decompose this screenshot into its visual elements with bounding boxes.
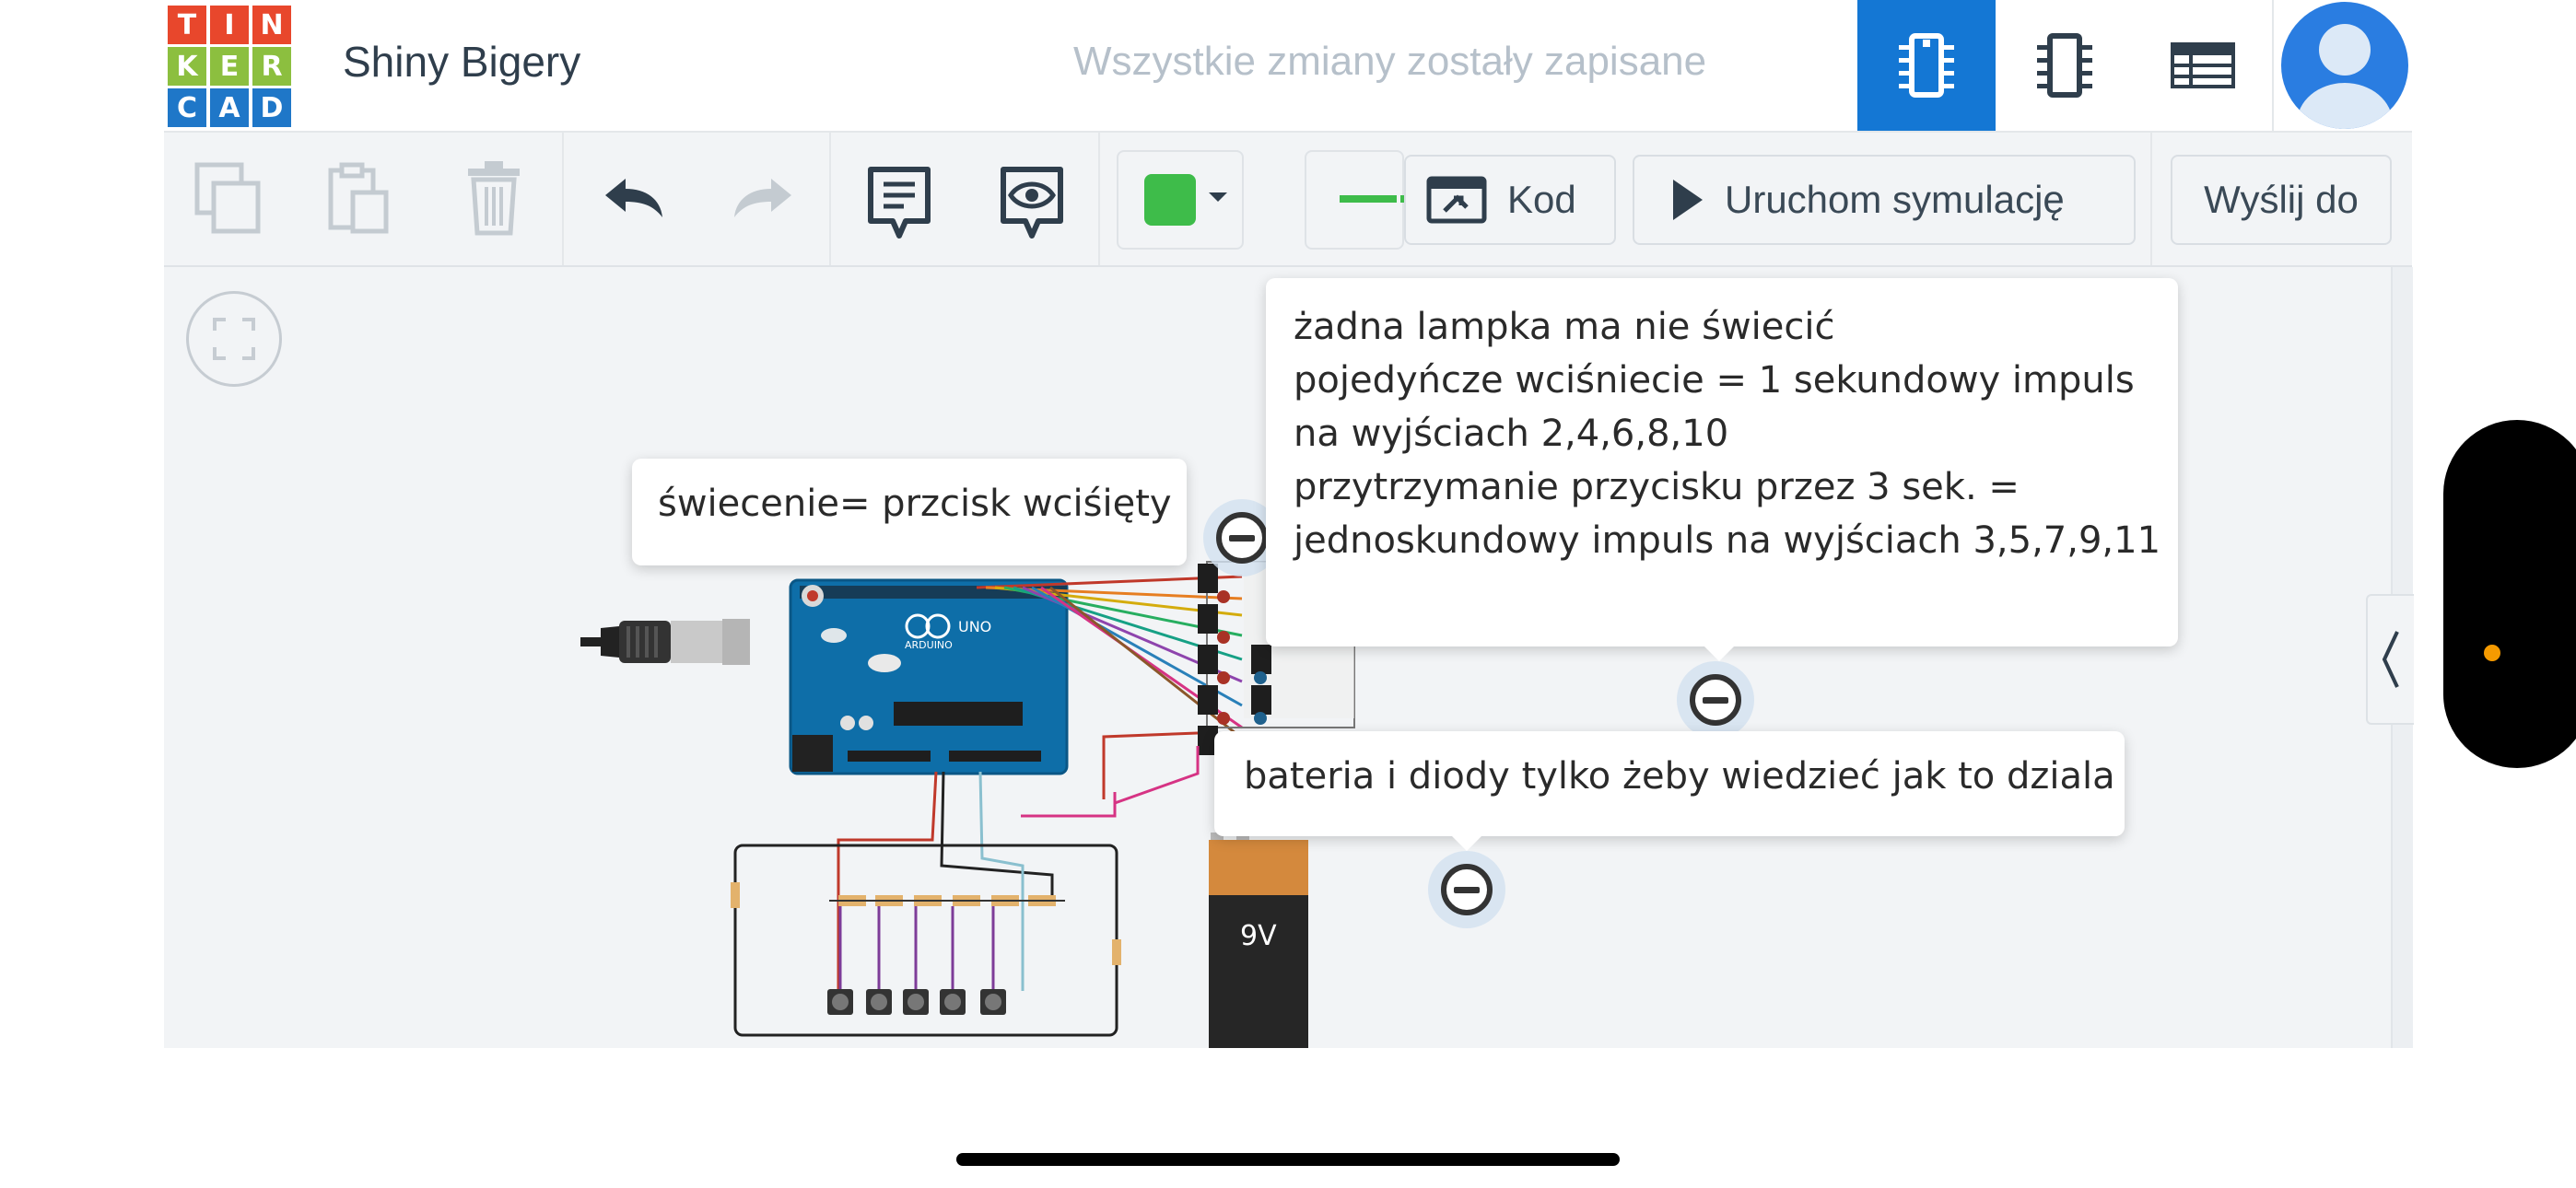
logo-letter: R: [252, 47, 291, 86]
note-button-pressed[interactable]: świecenie= przcisk wciśięty: [632, 459, 1187, 565]
wire-color-swatch: [1144, 174, 1196, 226]
note-2-line: jednoskundowy impuls na wyjściach 3,5,7,…: [1294, 519, 2161, 562]
redo-button[interactable]: [726, 166, 800, 230]
add-note-button[interactable]: [862, 162, 936, 245]
driver-chips[interactable]: [1198, 564, 1271, 755]
wire-type-picker[interactable]: [1305, 150, 1411, 250]
copy-button[interactable]: [192, 157, 265, 239]
logo-letter: C: [168, 88, 206, 127]
start-simulation-label: Uruchom symulację: [1725, 178, 2065, 221]
play-icon: [1673, 180, 1703, 220]
component-list-button[interactable]: [2134, 0, 2272, 131]
copy-icon: [194, 162, 261, 234]
circuit-view-icon: [1899, 33, 1954, 98]
schematic-view-button[interactable]: [1996, 0, 2134, 131]
save-status: Wszystkie zmiany zostały zapisane: [1073, 39, 1707, 84]
arduino-brand-label: ARDUINO: [905, 639, 953, 651]
send-to-button[interactable]: Wyślij do: [2171, 155, 2392, 245]
device-overlay-pill: [2443, 420, 2576, 768]
logo-letter: K: [168, 47, 206, 86]
toolbar-divider: [1098, 133, 1100, 265]
toolbar-divider: [829, 133, 831, 265]
privacy-indicator: [2484, 645, 2500, 661]
chevron-down-icon: [1209, 192, 1227, 202]
header-divider: [2272, 0, 2274, 131]
resistor-row[interactable]: [731, 882, 1121, 965]
redo-icon: [734, 179, 791, 217]
schematic-view-icon: [2037, 33, 2092, 98]
note-2-tail: [1703, 645, 1736, 661]
logo-letter: D: [252, 88, 291, 127]
logo-letter: E: [210, 47, 249, 86]
user-avatar[interactable]: [2281, 2, 2408, 129]
code-button[interactable]: Kod: [1404, 155, 1616, 245]
project-title[interactable]: Shiny Bigery: [343, 38, 581, 86]
note-3-text: bateria i diody tylko żeby wiedzieć jak …: [1244, 755, 2115, 798]
battery-label: 9V: [1240, 920, 1277, 952]
note-2-anchor[interactable]: [1677, 661, 1754, 739]
chevron-left-icon: [2382, 631, 2399, 688]
wire-color-picker[interactable]: [1117, 150, 1244, 250]
fit-view-icon: [213, 318, 255, 360]
component-list-icon: [2171, 42, 2235, 88]
notes-visibility-icon: [1001, 167, 1063, 239]
user-icon: [2297, 24, 2393, 129]
logo-letter: I: [210, 6, 249, 44]
bottom-area: [0, 1048, 2576, 1188]
logo-letter: T: [168, 6, 206, 44]
arduino-logo-icon: [905, 613, 951, 639]
code-editor-icon: [1426, 176, 1487, 224]
note-2-line: żadna lampka ma nie świecić: [1294, 306, 1835, 348]
led-column[interactable]: [1217, 590, 1267, 725]
note-1-text: świecenie= przcisk wciśięty: [658, 483, 1172, 525]
note-battery-leds[interactable]: bateria i diody tylko żeby wiedzieć jak …: [1214, 731, 2125, 836]
home-indicator[interactable]: [956, 1153, 1620, 1166]
paste-button[interactable]: [322, 157, 396, 239]
logo-letter: N: [252, 6, 291, 44]
undo-icon: [605, 179, 662, 217]
side-panel-toggle[interactable]: [2366, 594, 2414, 725]
toggle-notes-button[interactable]: [995, 162, 1069, 245]
logo-letter: A: [210, 88, 249, 127]
note-2-line: na wyjściach 2,4,6,8,10: [1294, 413, 1729, 455]
top-bar: [164, 0, 2412, 133]
button-wires[interactable]: [838, 906, 995, 993]
note-2-line: pojedyńcze wciśniecie = 1 sekundowy impu…: [1294, 359, 2135, 402]
power-wires[interactable]: [837, 731, 1200, 995]
note-3-tail: [1450, 834, 1483, 851]
wire-type-icon: [1340, 195, 1411, 203]
toolbar-divider: [2150, 133, 2152, 265]
note-2-line: przytrzymanie przycisku przez 3 sek. =: [1294, 466, 2020, 508]
fit-view-button[interactable]: [186, 291, 282, 387]
battery-9v[interactable]: [1209, 833, 1308, 1048]
arduino-uno-board[interactable]: [789, 578, 1069, 775]
start-simulation-button[interactable]: Uruchom symulację: [1633, 155, 2136, 245]
delete-button[interactable]: [457, 157, 531, 239]
circuit-view-button[interactable]: [1857, 0, 1996, 131]
code-button-label: Kod: [1507, 178, 1576, 221]
usb-cable[interactable]: [580, 619, 750, 665]
send-to-label: Wyślij do: [2204, 178, 2359, 221]
paste-icon: [328, 162, 389, 234]
note-3-anchor[interactable]: [1428, 851, 1505, 928]
delete-icon: [468, 161, 520, 236]
arduino-model-label: UNO: [958, 618, 991, 635]
note-icon: [868, 167, 931, 239]
undo-button[interactable]: [597, 166, 671, 230]
note-program-description[interactable]: żadna lampka ma nie świecić pojedyńcze w…: [1266, 278, 2178, 646]
push-buttons[interactable]: [827, 989, 1006, 1015]
toolbar-divider: [562, 133, 564, 265]
